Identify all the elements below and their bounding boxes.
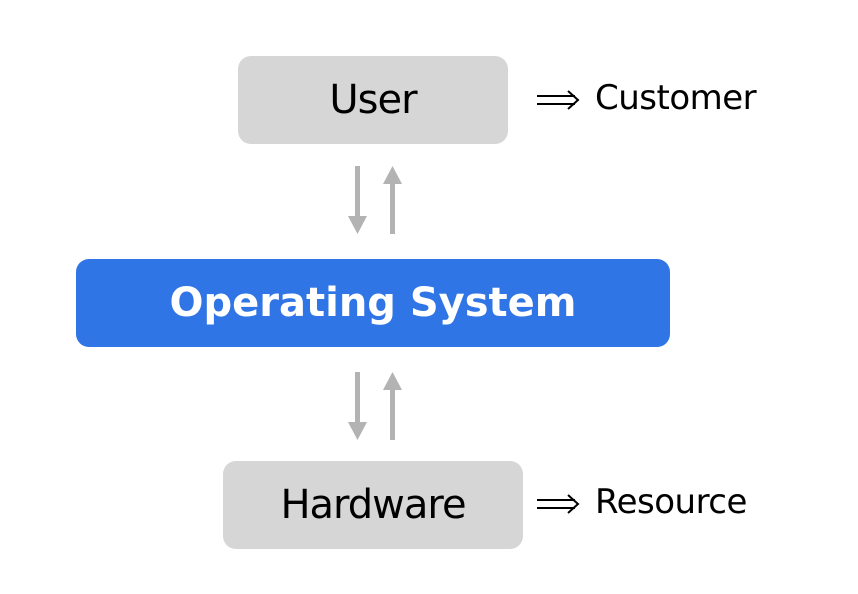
double-right-arrow-icon [537,494,580,514]
down-arrow-icon [348,372,367,440]
user-box: User [238,56,508,144]
double-right-arrow-icon [537,90,580,110]
os-hardware-arrows [348,372,402,440]
resource-note: Resource [537,479,747,525]
up-arrow-icon [383,166,402,234]
resource-note-label: Resource [595,482,747,522]
user-os-arrows [348,166,402,234]
up-arrow-icon [383,372,402,440]
operating-system-label: Operating System [169,280,577,326]
down-arrow-icon [348,166,367,234]
customer-note: Customer [537,75,757,121]
hardware-box: Hardware [223,461,523,549]
hardware-box-label: Hardware [280,482,466,528]
operating-system-box: Operating System [76,259,670,347]
user-box-label: User [329,77,417,123]
customer-note-label: Customer [595,78,757,118]
